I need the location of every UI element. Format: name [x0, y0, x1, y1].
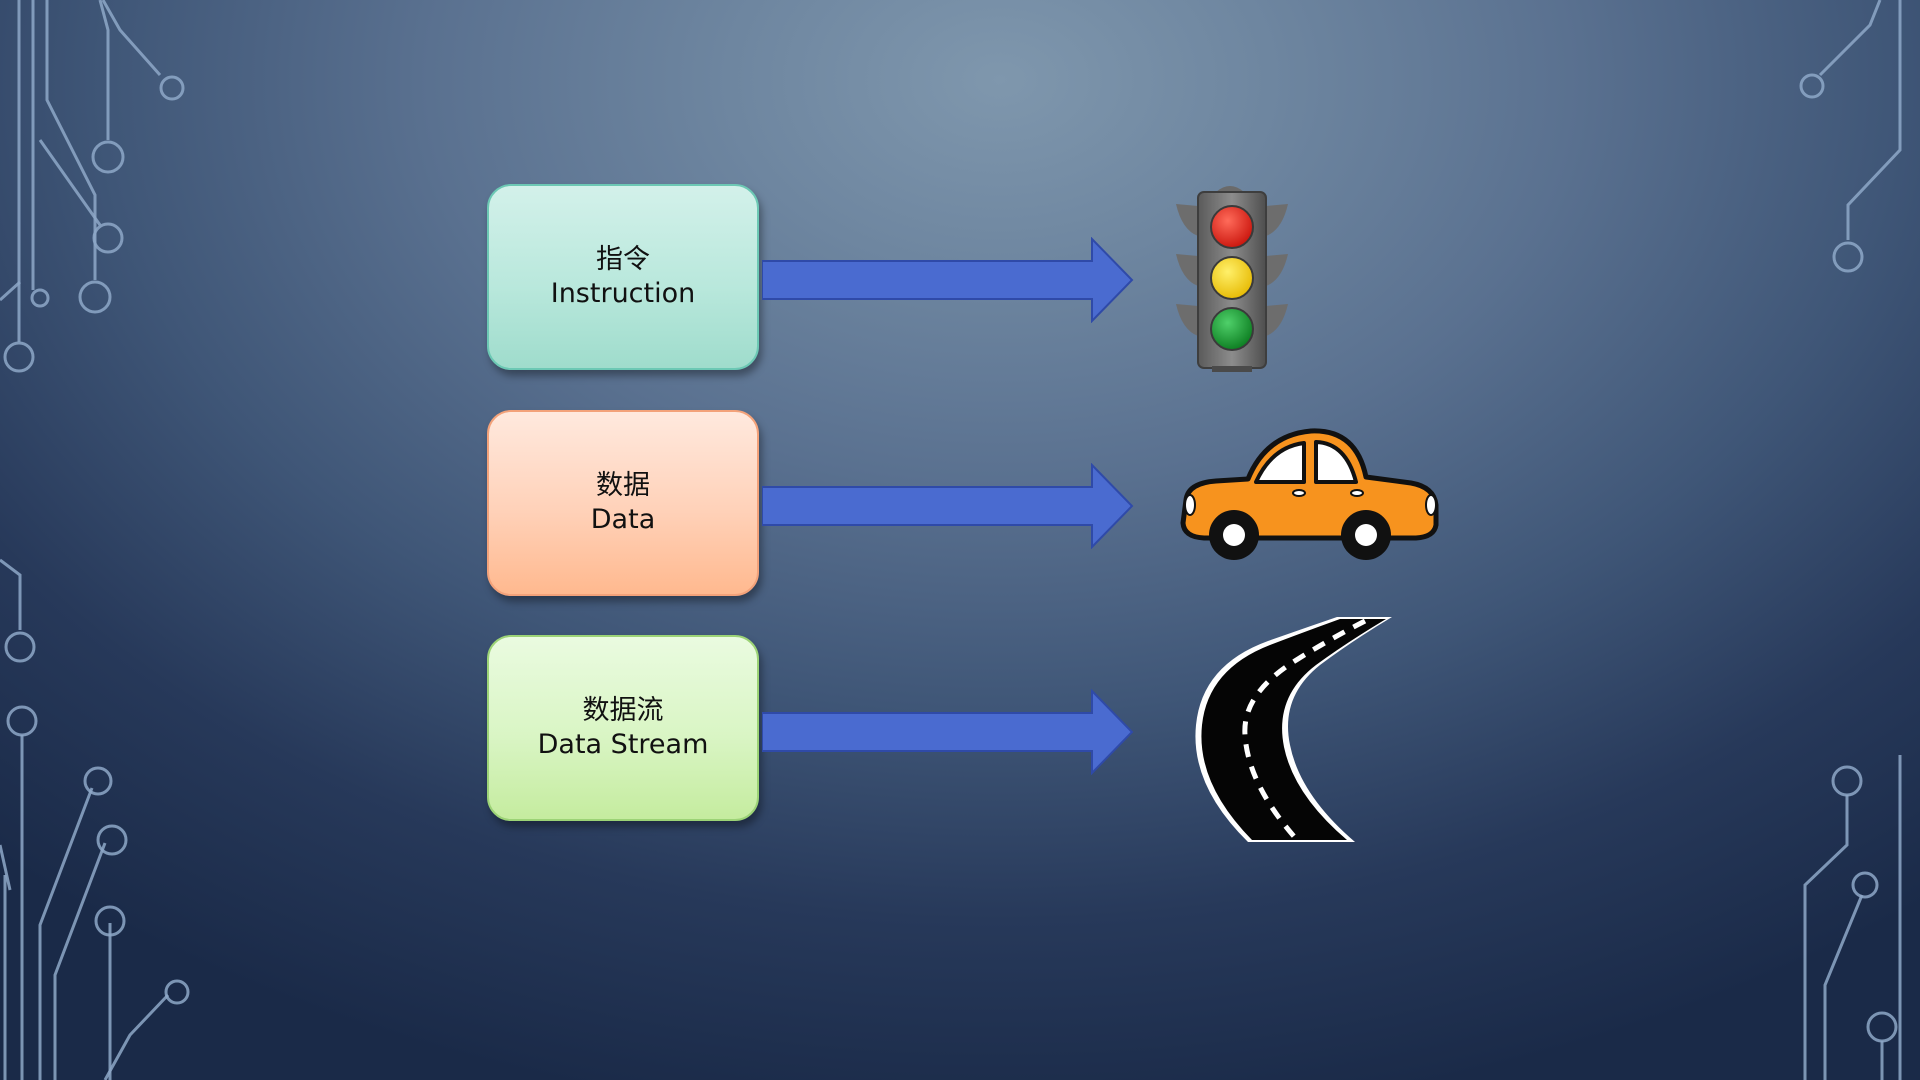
arrow-data [762, 463, 1134, 549]
data-stream-box: 数据流 Data Stream [487, 635, 759, 821]
circuit-decoration-bottom-right [1803, 755, 1902, 1080]
arrow-data-stream [762, 689, 1134, 775]
data-box: 数据 Data [487, 410, 759, 596]
road-icon [1190, 615, 1440, 849]
instruction-label-en: Instruction [550, 278, 696, 309]
data-stream-label-zh: 数据流 [582, 695, 664, 726]
instruction-label-zh: 指令 [596, 244, 650, 275]
arrow-instruction [762, 237, 1134, 323]
circuit-decoration-left-middle [0, 558, 36, 663]
data-label-zh: 数据 [596, 470, 650, 501]
data-label-en: Data [590, 504, 656, 535]
car-icon [1176, 425, 1440, 569]
data-stream-label-en: Data Stream [537, 729, 709, 760]
circuit-decoration-top-right [1799, 0, 1902, 273]
traffic-light-icon [1172, 180, 1292, 379]
circuit-decoration-top-left [0, 0, 185, 373]
circuit-decoration-bottom-left [0, 705, 190, 1080]
instruction-box: 指令 Instruction [487, 184, 759, 370]
